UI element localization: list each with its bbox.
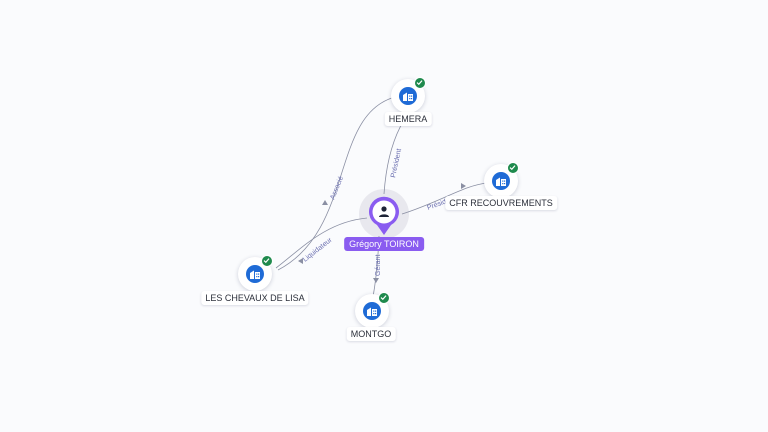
arrow-gerant bbox=[373, 278, 379, 283]
verified-check-icon bbox=[378, 292, 390, 304]
company-building-icon bbox=[399, 87, 417, 105]
company-building-icon bbox=[246, 265, 264, 283]
company-building-icon bbox=[363, 302, 381, 320]
person-icon bbox=[379, 206, 389, 217]
node-label-les-chevaux-de-lisa: LES CHEVAUX DE LISA bbox=[201, 291, 309, 305]
company-building-icon bbox=[492, 172, 510, 190]
arrow-president-cfr bbox=[461, 183, 466, 189]
arrow-associe bbox=[322, 200, 328, 205]
person-node[interactable] bbox=[366, 194, 402, 241]
node-cfr-recouvrements[interactable] bbox=[484, 162, 519, 198]
edge-liquidateur bbox=[275, 217, 368, 269]
edge-associe bbox=[277, 96, 396, 271]
edge-label-liquidateur: Liquidateur bbox=[302, 236, 334, 263]
person-pin-icon bbox=[369, 196, 399, 235]
node-hemera[interactable] bbox=[391, 77, 426, 113]
verified-check-icon bbox=[507, 162, 519, 174]
edge-label-president-hemera: Président bbox=[390, 148, 403, 178]
arrow-liquidateur bbox=[298, 258, 303, 264]
node-label-montgo: MONTGO bbox=[346, 327, 396, 341]
verified-check-icon bbox=[414, 77, 426, 89]
node-les-chevaux-de-lisa[interactable] bbox=[238, 255, 273, 291]
node-label-cfr-recouvrements: CFR RECOUVREMENTS bbox=[445, 196, 557, 210]
edge-president-cfr bbox=[401, 182, 488, 215]
edge-label-associe: Associé bbox=[329, 175, 345, 200]
person-name-label: Grégory TOIRON bbox=[344, 237, 424, 251]
node-montgo[interactable] bbox=[355, 292, 390, 328]
node-label-hemera: HEMERA bbox=[384, 112, 432, 126]
edge-label-gerant: Gérant bbox=[375, 255, 382, 276]
verified-check-icon bbox=[261, 255, 273, 267]
